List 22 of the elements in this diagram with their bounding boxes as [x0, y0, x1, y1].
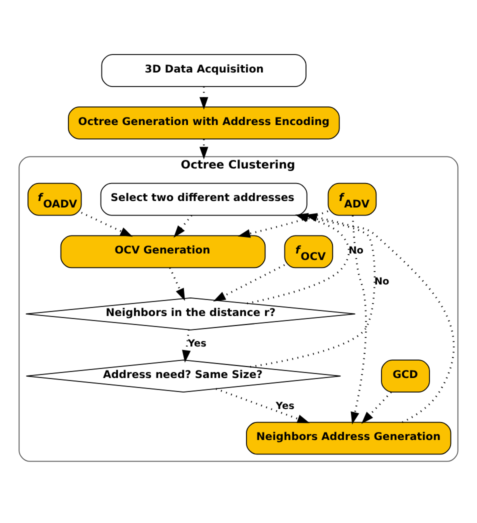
arrow: [350, 216, 367, 424]
node-box: GCD: [381, 360, 430, 392]
node-box: Select two different addresses: [100, 182, 308, 216]
edge-label: Yes: [276, 400, 294, 412]
edge-label: Yes: [188, 338, 206, 350]
node-box: 3D Data Acquisition: [101, 54, 306, 87]
arrow: [169, 268, 185, 301]
edge-label: No: [374, 276, 390, 288]
edge-label: No: [348, 245, 364, 256]
arrow: [182, 330, 191, 363]
arrow: [200, 86, 208, 110]
arrow: [174, 214, 192, 238]
node-box: Neighbors Address Generation: [246, 422, 452, 455]
node-box: OCV Generation: [60, 235, 266, 268]
node-box: Octree Generation with Address Encoding: [68, 106, 340, 140]
node-diamond: Address need? Same Size?: [26, 360, 342, 393]
arrow: [81, 212, 133, 237]
arrow: [238, 210, 328, 238]
arrow: [216, 388, 310, 424]
arrow: [361, 392, 392, 424]
node-diamond: Neighbors in the distance r?: [25, 297, 356, 330]
arrow: [213, 264, 285, 302]
